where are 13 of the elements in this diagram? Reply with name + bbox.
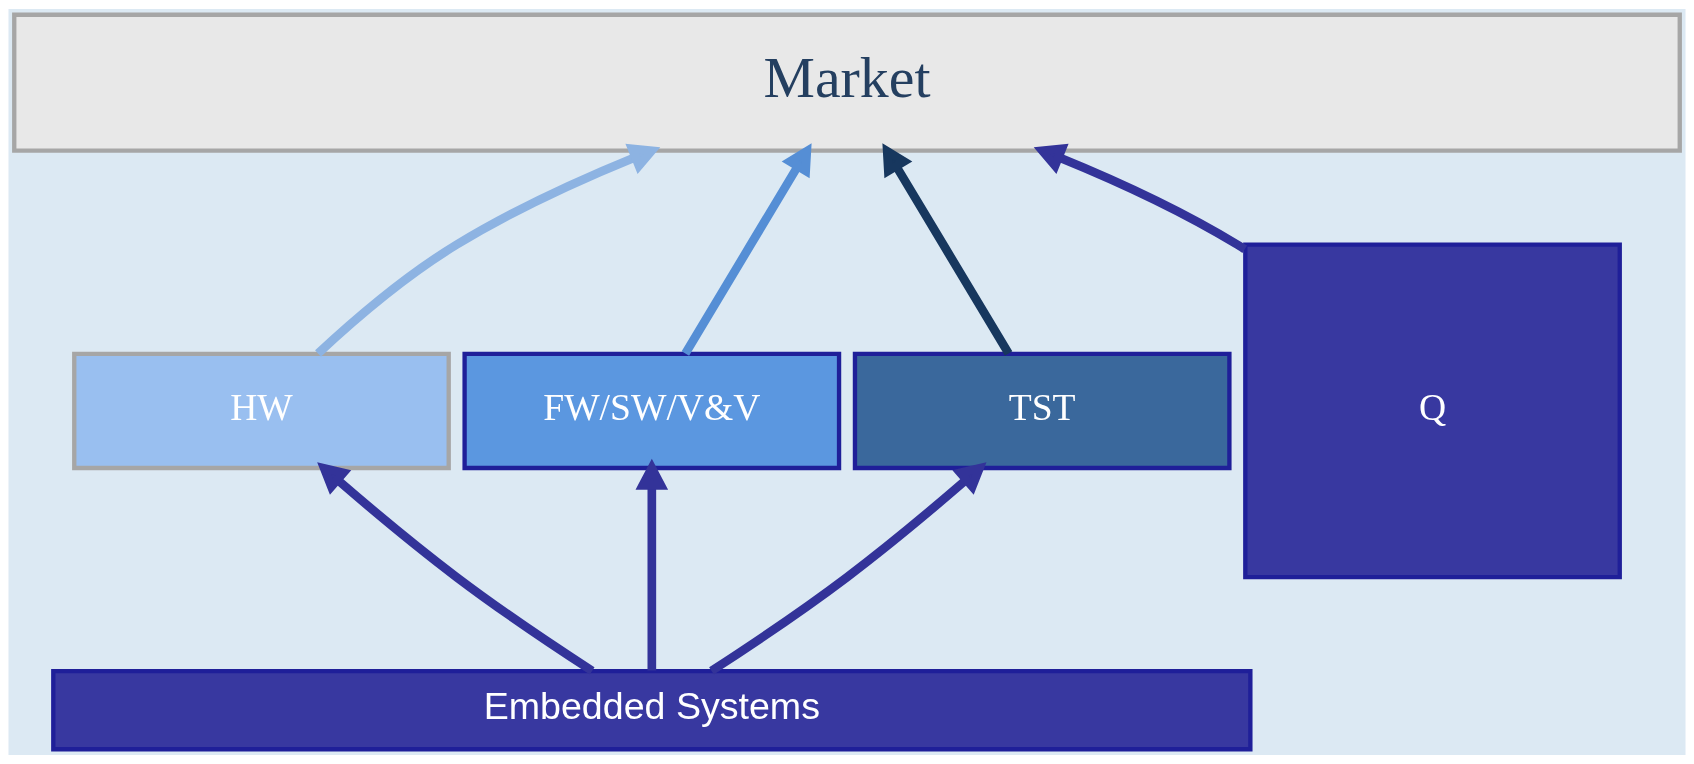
arrow bbox=[882, 143, 1013, 356]
node-box: Market bbox=[12, 12, 1682, 153]
node-box: TST bbox=[852, 351, 1232, 471]
arrow bbox=[709, 462, 987, 675]
arrow bbox=[1033, 143, 1248, 253]
arrow bbox=[681, 143, 812, 356]
node-box: FW/SW/V&V bbox=[462, 351, 842, 471]
arrow bbox=[317, 462, 595, 675]
node-box: Q bbox=[1243, 242, 1622, 580]
node-box: Embedded Systems bbox=[51, 669, 1253, 752]
arrow bbox=[635, 458, 669, 671]
node-box: HW bbox=[72, 351, 451, 471]
arrow bbox=[315, 143, 661, 357]
